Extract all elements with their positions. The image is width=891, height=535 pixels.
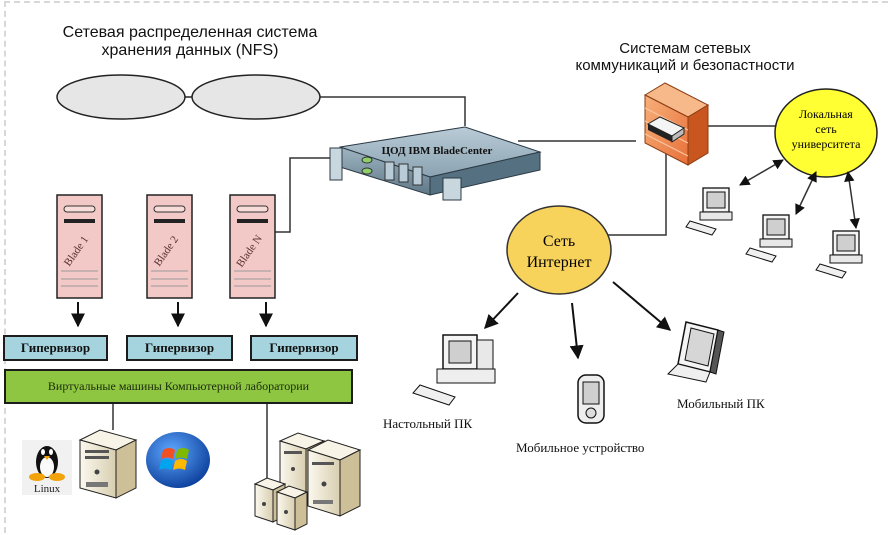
blade-n-icon: Blade N [229,194,276,299]
blade-1-icon: Blade 1 [56,194,103,299]
blade-arrows [71,302,273,328]
windows-logo-icon [146,432,210,488]
blade-servers: Blade 1 Blade 2 Blade N [56,194,276,299]
firewall-icon [643,82,710,166]
internet-label-line-2: Интернет [527,254,592,271]
internet-node: Сеть Интернет [506,205,612,295]
lan-label-line-3: университета [792,137,861,151]
lan-computer-icon-3 [815,230,863,279]
line-nfs-to-datacenter [320,96,466,126]
mobile-device-caption: Мобильное устройство [516,440,645,455]
server-cluster-icon [253,432,362,531]
linux-server-icon [78,429,138,499]
line-firewall-to-internet [598,148,667,236]
linux-label: Linux [34,483,61,495]
blade-2-icon: Blade 2 [146,194,193,299]
lan-arrows [739,159,860,230]
security-title-line-1: Системам сетевых [619,40,751,57]
lan-label-line-2: сеть [815,122,837,136]
lan-computer-icon-1 [685,187,733,236]
laptop-caption: Мобильный ПК [677,396,765,411]
nfs-storage [56,74,321,120]
lan-computer-icon-2 [745,214,793,263]
nfs-title-line-1: Сетевая распределенная система [62,24,318,41]
datacenter-server-icon: ЦОД IBM BladeCenter [329,126,542,201]
virtual-machines-bar: Виртуальные машины Компьютерной лаборато… [4,369,353,404]
internet-arrows [484,281,672,360]
desktop-pc-caption: Настольный ПК [383,416,473,431]
internet-label-line-1: Сеть [543,233,575,250]
nfs-disk-1 [56,74,186,120]
hypervisor-n: Гипервизор [250,335,358,361]
laptop-icon [666,321,725,383]
lan-computers [685,187,863,279]
lan-label-line-1: Локальная [799,107,853,121]
mobile-device-icon [577,374,605,424]
security-title: Системам сетевых коммуникаций и безопаст… [560,40,810,75]
connection-lines [112,96,776,486]
security-title-line-2: коммуникаций и безопастности [575,57,795,75]
nfs-disk-2 [191,74,321,120]
nfs-title: Сетевая распределенная система хранения … [40,24,340,61]
line-datacenter-to-bladeN [272,157,333,233]
hypervisor-1: Гипервизор [3,335,108,361]
linux-logo-icon: Linux [22,440,72,495]
nfs-title-line-2: хранения данных (NFS) [101,42,279,60]
local-network-node: Локальная сеть университета [774,88,878,178]
desktop-pc-icon [412,334,496,406]
datacenter-label: ЦОД IBM BladeCenter [382,145,493,157]
hypervisor-2: Гипервизор [126,335,233,361]
